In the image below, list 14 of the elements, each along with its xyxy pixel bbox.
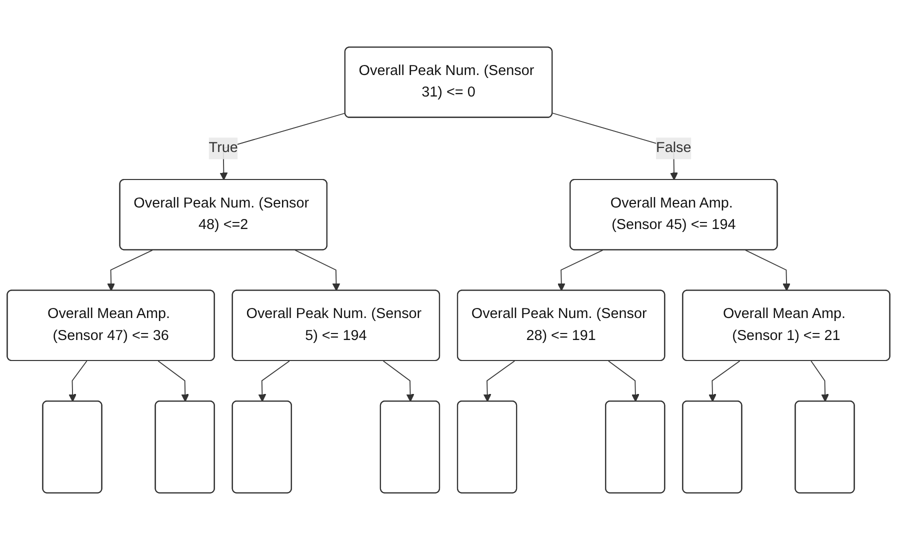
arrow xyxy=(557,250,604,292)
arrow xyxy=(68,360,88,402)
arrow xyxy=(745,250,790,292)
edge-label: True xyxy=(208,140,238,156)
arrow xyxy=(382,360,414,402)
arrow xyxy=(258,360,290,402)
arrow xyxy=(608,360,640,402)
arrow xyxy=(708,360,740,402)
arrow xyxy=(810,360,829,402)
arrow xyxy=(294,250,340,292)
arrow xyxy=(483,360,516,402)
edge-label: False xyxy=(656,140,692,156)
arrow xyxy=(158,360,190,402)
arrow xyxy=(107,250,153,292)
